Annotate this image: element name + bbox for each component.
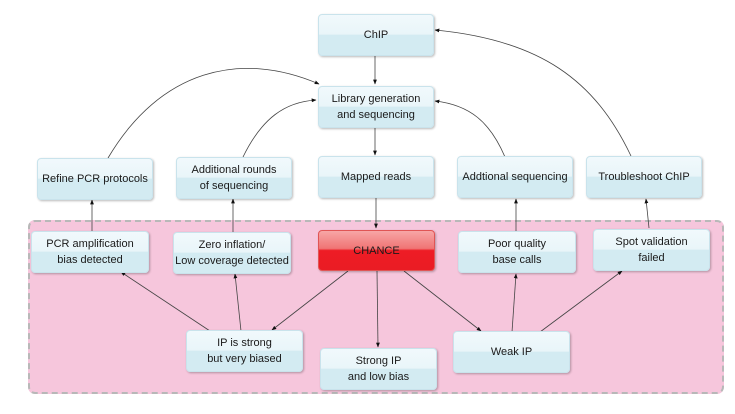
node-refine-pcr: Refine PCR protocols: [37, 158, 153, 200]
node-additional-rounds: Additional rounds of sequencing: [176, 157, 292, 199]
edge-refine-pcr-to-library: [107, 67, 320, 159]
edge-addtional-sequencing-to-library: [434, 99, 506, 158]
node-pcr-amplification-bias: PCR amplification bias detected: [31, 231, 149, 273]
node-library-generation: Library generation and sequencing: [318, 86, 434, 128]
node-addtional-sequencing: Addtional sequencing: [457, 156, 573, 198]
node-chip: ChIP: [318, 14, 434, 56]
node-spot-validation: Spot validation failed: [593, 229, 710, 271]
node-zero-inflation: Zero inflation/ Low coverage detected: [173, 232, 291, 274]
node-ip-strong-biased: IP is strong but very biased: [186, 330, 303, 372]
node-weak-ip: Weak IP: [453, 331, 570, 373]
edge-additional-rounds-to-library: [242, 98, 317, 158]
node-strong-ip-low-bias: Strong IP and low bias: [320, 348, 437, 390]
node-mapped-reads: Mapped reads: [318, 156, 434, 198]
node-poor-quality: Poor quality base calls: [458, 231, 576, 273]
node-chance: CHANCE: [318, 230, 435, 271]
edge-troubleshoot-chip-to-chip: [434, 28, 632, 157]
node-troubleshoot-chip: Troubleshoot ChIP: [586, 156, 702, 198]
